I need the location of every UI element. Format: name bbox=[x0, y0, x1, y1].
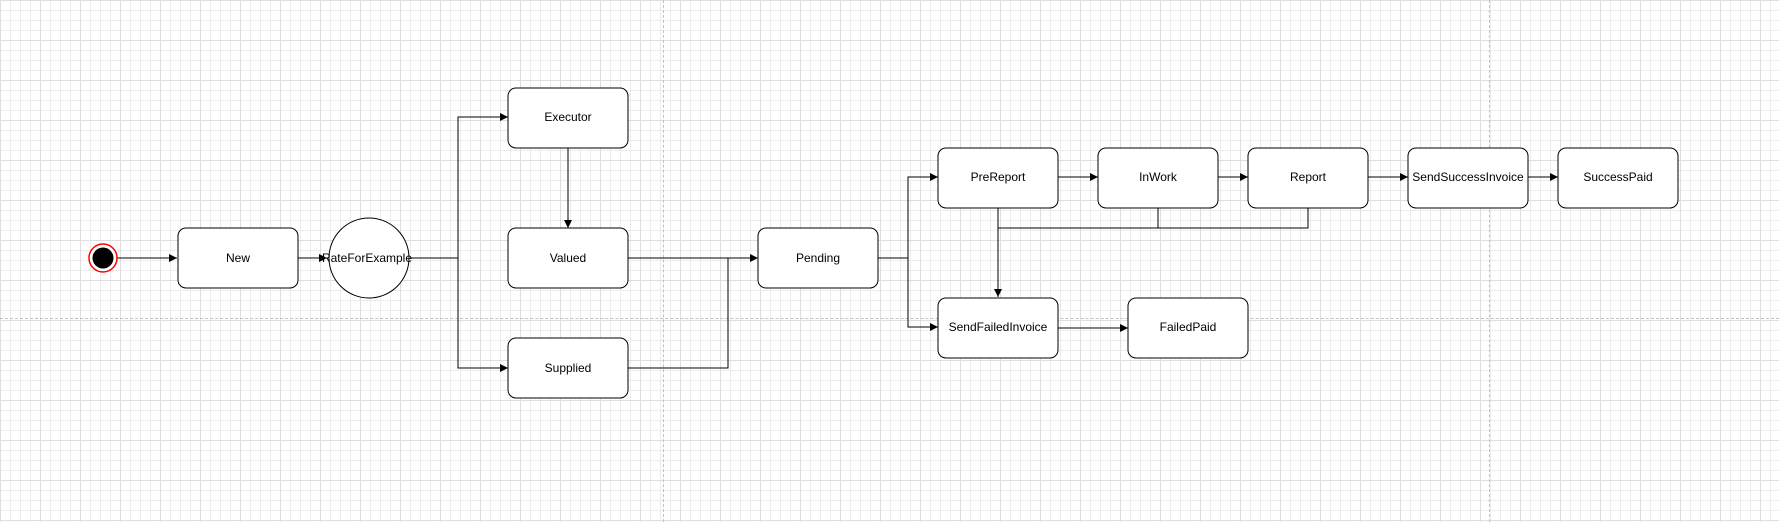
state-valued-label: Valued bbox=[550, 251, 586, 265]
state-supplied-label: Supplied bbox=[545, 361, 592, 375]
state-sendsuccessinvoice[interactable]: SendSuccessInvoice bbox=[1407, 147, 1529, 209]
state-inwork[interactable]: InWork bbox=[1097, 147, 1219, 209]
edge-report-sendfailed[interactable] bbox=[1158, 208, 1309, 229]
edge-pending-sendfailed[interactable] bbox=[907, 258, 938, 331]
edge-pending-prereport[interactable] bbox=[878, 173, 938, 259]
edge-rate-supplied[interactable] bbox=[457, 258, 508, 372]
state-pending-label: Pending bbox=[796, 251, 840, 265]
state-executor-label: Executor bbox=[544, 110, 591, 124]
state-successpaid-label: SuccessPaid bbox=[1583, 170, 1652, 184]
state-new-label: New bbox=[226, 251, 250, 265]
state-successpaid[interactable]: SuccessPaid bbox=[1557, 147, 1679, 209]
state-sendsuccessinvoice-label: SendSuccessInvoice bbox=[1412, 170, 1524, 184]
choice-rateforexample[interactable]: RateForExample bbox=[322, 217, 412, 299]
page-break-vertical bbox=[1489, 0, 1490, 522]
edge-supplied-pending[interactable] bbox=[628, 258, 729, 369]
state-inwork-label: InWork bbox=[1139, 170, 1178, 184]
state-prereport-label: PreReport bbox=[971, 170, 1026, 184]
state-failedpaid-label: FailedPaid bbox=[1160, 320, 1217, 334]
edge-inwork-sendfailed[interactable] bbox=[998, 208, 1159, 229]
state-sendfailedinvoice[interactable]: SendFailedInvoice bbox=[937, 297, 1059, 359]
state-new[interactable]: New bbox=[177, 227, 299, 289]
state-prereport[interactable]: PreReport bbox=[937, 147, 1059, 209]
state-pending[interactable]: Pending bbox=[757, 227, 879, 289]
state-valued[interactable]: Valued bbox=[507, 227, 629, 289]
initial-state[interactable] bbox=[88, 243, 118, 273]
choice-rateforexample-label: RateForExample bbox=[322, 251, 412, 265]
state-executor[interactable]: Executor bbox=[507, 87, 629, 149]
state-supplied[interactable]: Supplied bbox=[507, 337, 629, 399]
state-report[interactable]: Report bbox=[1247, 147, 1369, 209]
page-break-vertical bbox=[663, 0, 664, 522]
edge-rate-executor[interactable] bbox=[411, 113, 508, 259]
state-report-label: Report bbox=[1290, 170, 1327, 184]
edges bbox=[114, 113, 1558, 372]
state-sendfailedinvoice-label: SendFailedInvoice bbox=[949, 320, 1048, 334]
page-break-horizontal bbox=[0, 318, 1779, 319]
state-failedpaid[interactable]: FailedPaid bbox=[1127, 297, 1249, 359]
